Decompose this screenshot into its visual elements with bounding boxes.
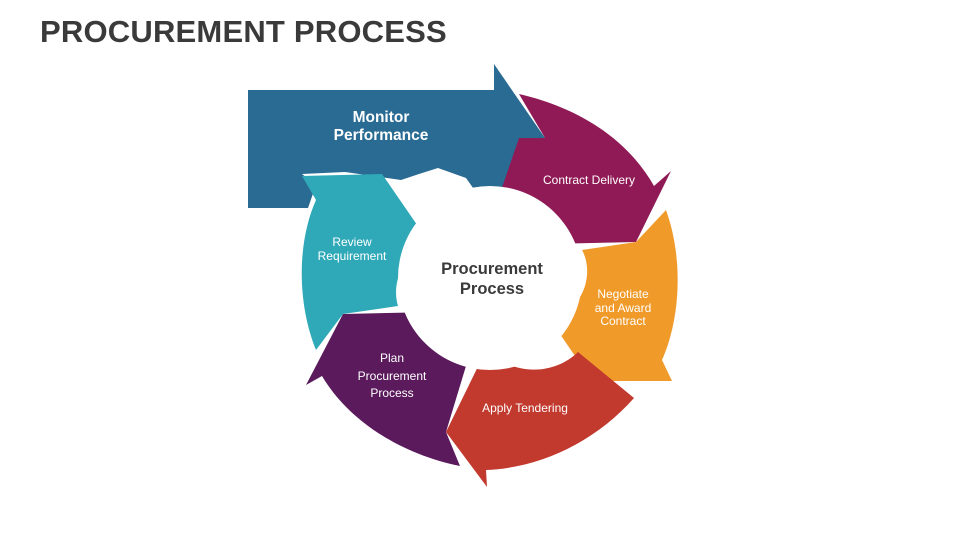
monitor-performance-label-line2: Performance: [334, 127, 429, 144]
plan-label-line1: Plan: [380, 351, 404, 365]
review-requirement-arrow: [301, 174, 433, 350]
review-label-line2: Requirement: [318, 249, 387, 263]
apply-tendering-label: Apply Tendering: [482, 401, 568, 415]
center-label-line1: Procurement: [441, 260, 543, 278]
negotiate-label-line1: Negotiate: [597, 287, 649, 301]
contract-delivery-label: Contract Delivery: [543, 173, 635, 187]
monitor-performance-label-line1: Monitor: [353, 109, 410, 126]
review-label-line1: Review: [332, 235, 372, 249]
monitor-performance-arrow: [248, 64, 545, 212]
slide-title: PROCUREMENT PROCESS: [40, 14, 447, 49]
plan-label-line3: Process: [370, 386, 413, 400]
apply-tendering-arrow: [446, 344, 634, 487]
center-circle: [398, 186, 582, 370]
negotiate-award-arrow: [545, 210, 678, 381]
negotiate-label-line2: and Award: [595, 301, 652, 315]
negotiate-label-line3: Contract: [600, 314, 646, 328]
center-label-line2: Process: [460, 280, 524, 298]
plan-label-line2: Procurement: [358, 369, 427, 383]
plan-procurement-arrow: [306, 312, 466, 466]
